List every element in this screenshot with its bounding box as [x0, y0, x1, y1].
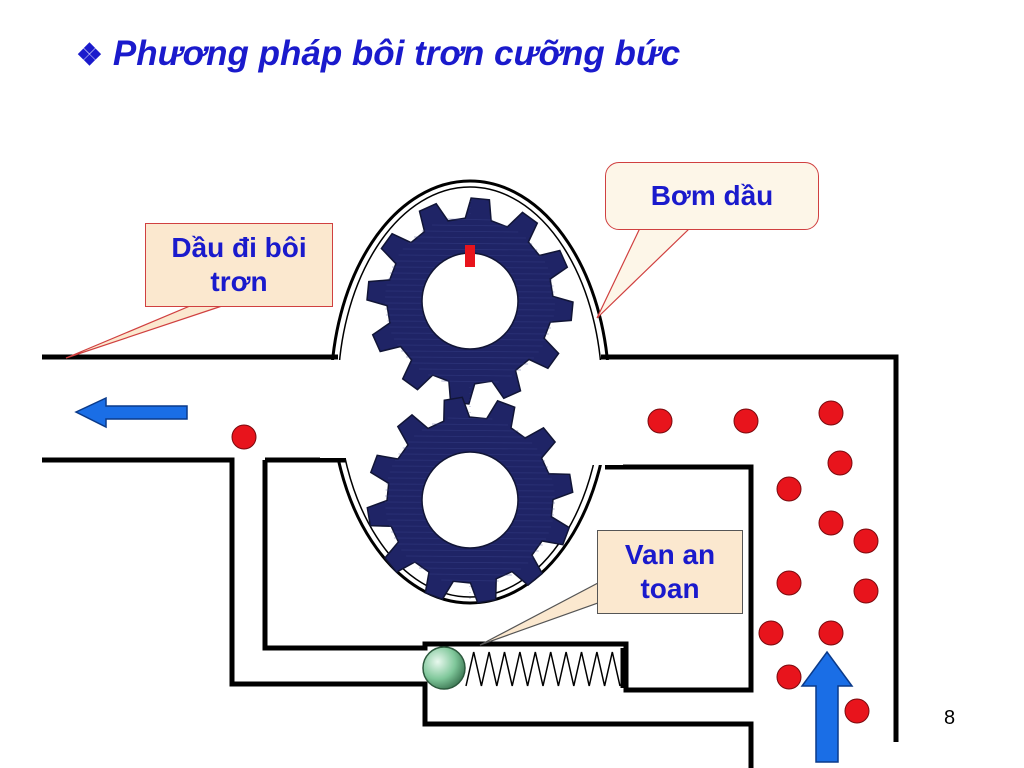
gear-texture-line — [431, 423, 509, 426]
gear-texture-line — [407, 242, 533, 245]
gear-bore — [421, 252, 519, 350]
oil-droplet — [776, 476, 802, 502]
oil-droplet — [818, 400, 844, 426]
oil-droplet — [776, 570, 802, 596]
lower-gear-icon — [366, 396, 574, 604]
oil-droplet — [647, 408, 673, 434]
page-number: 8 — [944, 707, 956, 729]
lube-oil-callout: Dầu đi bôi trơn — [145, 223, 333, 307]
slide-title: ❖ Phương pháp bôi trơn cưỡng bức — [76, 34, 680, 74]
gear-bore — [421, 451, 519, 549]
gear-texture-line — [421, 429, 519, 432]
inlet-pipe-top-wall — [601, 354, 899, 742]
oil-pump-callout: Bơm dầu — [605, 162, 819, 230]
oil-droplet — [818, 510, 844, 536]
oil-droplet — [758, 620, 784, 646]
gear-texture-line — [441, 579, 499, 582]
gear-texture-line — [441, 380, 499, 383]
upper-gear-icon — [366, 197, 574, 405]
oil-droplet — [776, 664, 802, 690]
gear-texture-line — [407, 441, 533, 444]
gear-texture-line — [411, 561, 529, 564]
oil-droplets — [231, 400, 879, 724]
gear-texture-line — [401, 350, 539, 353]
valve-ball — [422, 646, 466, 690]
oil-droplet — [827, 450, 853, 476]
gear-texture-line — [421, 230, 519, 233]
gear-texture-line — [406, 356, 534, 359]
gear-texture-line — [401, 549, 539, 552]
gear-key-mark — [465, 245, 475, 267]
gear-texture-line — [414, 236, 526, 239]
outlet-pipe-bottom-wall — [42, 457, 754, 768]
gear-texture-line — [428, 374, 512, 377]
pump-callout-pointer — [596, 227, 692, 319]
gear-texture-line — [447, 218, 493, 221]
slide-title-text: Phương pháp bôi trơn cưỡng bức — [112, 34, 681, 73]
gear-texture-line — [418, 567, 522, 570]
oil-droplet — [853, 578, 879, 604]
arrow-left-icon — [74, 396, 188, 429]
oil-droplet — [818, 620, 844, 646]
gear-texture-line — [414, 435, 526, 438]
oil-droplet — [853, 528, 879, 554]
bypass-channel-wall — [262, 460, 754, 693]
gear-texture-line — [406, 555, 534, 558]
oil-droplet — [844, 698, 870, 724]
arrow-up-icon — [800, 650, 854, 763]
pipe-walls — [42, 354, 899, 768]
diamond-bullet-icon: ❖ — [76, 39, 103, 72]
gear-texture-line — [418, 368, 522, 371]
gear-texture-line — [411, 362, 529, 365]
lube-callout-pointer — [65, 305, 223, 359]
gear-texture-line — [402, 447, 538, 450]
safety-valve-callout: Van an toan — [597, 530, 743, 614]
gear-texture-line — [447, 417, 493, 420]
gear-texture-line — [428, 573, 512, 576]
valve-spring-icon — [465, 651, 621, 687]
oil-droplet — [231, 424, 257, 450]
gear-texture-line — [431, 224, 509, 227]
oil-droplet — [733, 408, 759, 434]
